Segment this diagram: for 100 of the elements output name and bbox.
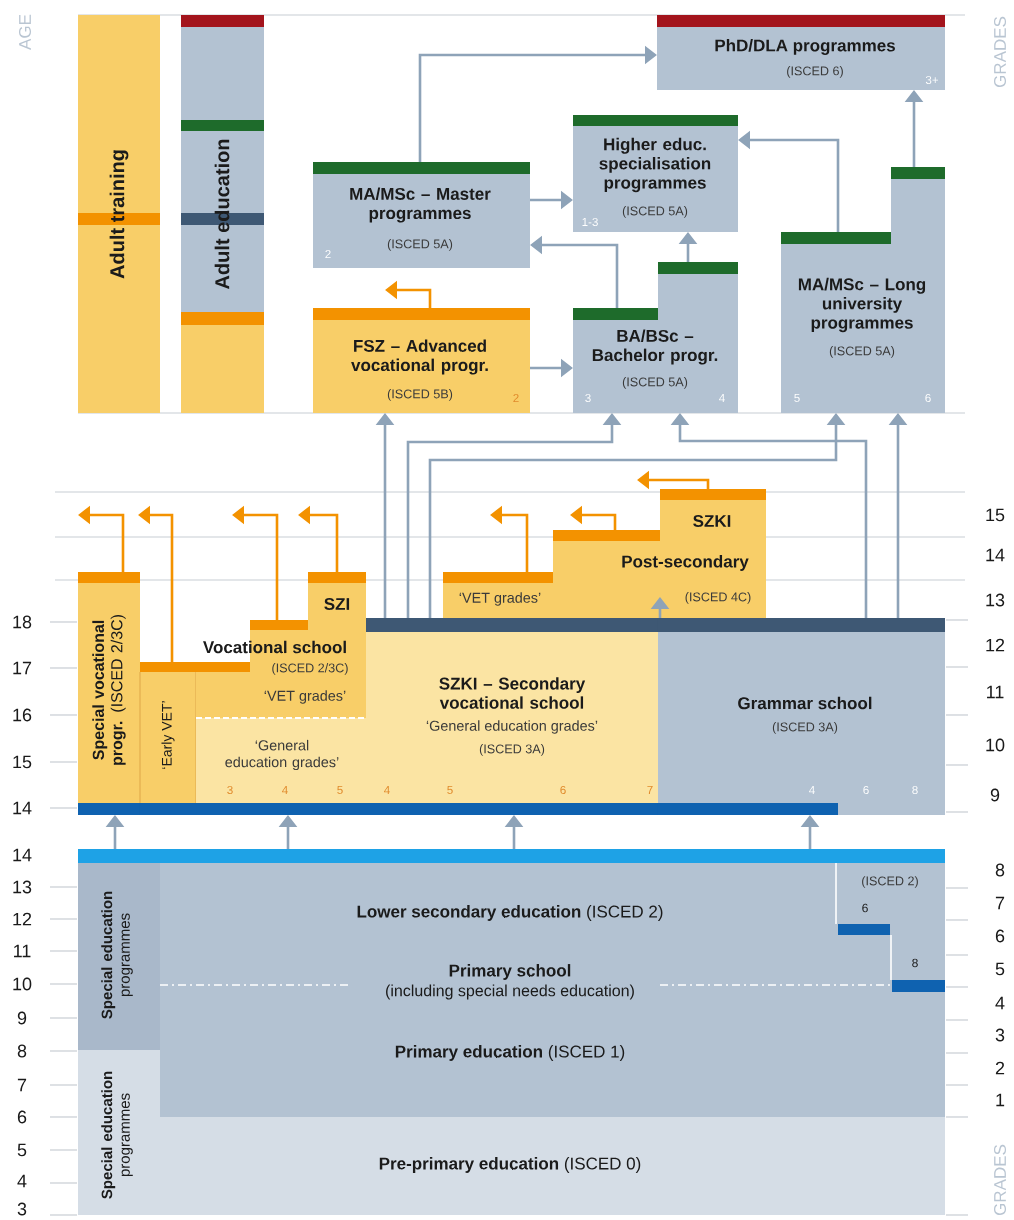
grade-number: 8 xyxy=(995,863,1005,877)
isced-level: (ISCED 5A) xyxy=(622,377,688,389)
arrow xyxy=(418,45,657,162)
level-label: Primary education (ISCED 1) xyxy=(395,1045,625,1061)
school-block xyxy=(443,489,766,618)
age-number: 14 xyxy=(13,848,32,862)
programme-block xyxy=(573,262,738,413)
grade-number: 3 xyxy=(227,785,233,795)
isced-level: (ISCED 2) xyxy=(862,876,918,888)
isced-level: (ISCED 2/3C) xyxy=(272,663,348,675)
age-number: 17 xyxy=(13,661,32,675)
axis-title: AGE xyxy=(19,14,31,50)
grade-number: 11 xyxy=(987,685,1004,699)
grade-number: 10 xyxy=(986,738,1005,752)
grade-number: 8 xyxy=(912,785,918,795)
axis-title: GRADES xyxy=(994,1144,1006,1216)
grade-number: 3+ xyxy=(925,75,939,85)
programme-title: Grammar school xyxy=(738,696,872,710)
isced-level: (ISCED 5B) xyxy=(387,389,453,401)
adult-learning-column xyxy=(181,15,264,413)
grade-type-label: ‘VET grades’ xyxy=(459,592,541,606)
age-number: 12 xyxy=(13,912,32,926)
age-number: 9 xyxy=(17,1011,27,1025)
school-block xyxy=(658,618,945,815)
age-number: 13 xyxy=(13,880,32,894)
grade-number: 4 xyxy=(384,786,390,794)
grade-number: 5 xyxy=(794,393,800,403)
grade-type-label: ‘General education grades’ xyxy=(225,739,339,771)
age-number: 6 xyxy=(17,1110,27,1124)
grade-number: 6 xyxy=(995,929,1005,943)
isced-level: (ISCED 4C) xyxy=(685,592,751,604)
programme-title: SZI xyxy=(324,598,350,610)
arrow xyxy=(670,413,868,618)
grade-number: 4 xyxy=(282,786,288,794)
programme-block xyxy=(313,308,530,413)
adult-learning-column xyxy=(78,15,160,413)
grade-number: 6 xyxy=(862,903,868,913)
programme-block xyxy=(781,167,945,413)
age-number: 16 xyxy=(13,708,32,722)
grade-number: 3 xyxy=(585,393,591,403)
grade-number: 6 xyxy=(863,785,869,795)
age-number: 15 xyxy=(13,755,32,769)
isced-level: (ISCED 3A) xyxy=(479,744,545,756)
school-block xyxy=(195,717,367,803)
grade-number: 2 xyxy=(513,393,519,403)
programme-title: FSZ – Advanced vocational progr. xyxy=(351,339,488,375)
grade-number: 2 xyxy=(995,1061,1005,1075)
isced-level: (ISCED 6) xyxy=(787,66,843,78)
grade-number: 4 xyxy=(995,996,1005,1010)
level-label: Pre-primary education (ISCED 0) xyxy=(379,1157,641,1173)
axis-title: GRADES xyxy=(994,16,1006,88)
programme-title: SZKI xyxy=(693,515,731,527)
age-number: 14 xyxy=(13,801,32,815)
age-number: 8 xyxy=(17,1044,27,1058)
grade-number: 14 xyxy=(986,548,1005,562)
isced-level: (ISCED 3A) xyxy=(772,722,838,734)
age-number: 4 xyxy=(17,1174,27,1188)
grade-type-label: ‘VET grades’ xyxy=(264,690,346,704)
vertical-label: Special education programmes xyxy=(101,1071,133,1199)
school-block xyxy=(78,572,140,815)
school-block xyxy=(366,618,658,815)
grade-number: 1 xyxy=(996,1093,1005,1107)
special-education-block xyxy=(78,849,160,1050)
grade-number: 5 xyxy=(995,962,1005,976)
grade-number: 12 xyxy=(986,638,1005,652)
isced-level: (ISCED 5A) xyxy=(829,346,895,358)
isced-level: (ISCED 5A) xyxy=(622,206,688,218)
grade-number: 13 xyxy=(986,593,1005,607)
education-level-block xyxy=(159,849,945,1117)
grade-number: 1-3 xyxy=(582,217,598,227)
programme-title: MA/MSc – Master programmes xyxy=(350,187,491,223)
vertical-label: Adult education xyxy=(214,139,230,290)
isced-level: (ISCED 5A) xyxy=(387,239,453,251)
age-number: 5 xyxy=(17,1143,27,1157)
grade-number: 3 xyxy=(995,1028,1005,1042)
programme-title: Post-secondary xyxy=(622,555,749,571)
age-number: 3 xyxy=(17,1202,27,1216)
level-note: (including special needs education) xyxy=(386,984,634,1000)
grade-number: 7 xyxy=(647,786,653,794)
grade-number: 7 xyxy=(995,896,1005,910)
programme-title: BA/BSc – Bachelor progr. xyxy=(592,329,718,365)
programme-title: MA/MSc – Long university programmes xyxy=(798,277,926,333)
age-number: 7 xyxy=(17,1078,27,1092)
grade-number: 4 xyxy=(719,394,725,402)
level-label: Lower secondary education (ISCED 2) xyxy=(357,905,663,921)
vertical-label: Special education programmes xyxy=(101,891,133,1019)
grade-number: 15 xyxy=(986,508,1005,522)
grade-number: 4 xyxy=(809,786,815,794)
grade-number: 5 xyxy=(447,785,453,795)
age-number: 10 xyxy=(13,977,32,991)
programme-title: SZKI – Secondary vocational school xyxy=(439,677,586,709)
programme-block xyxy=(313,162,530,268)
age-number: 11 xyxy=(14,944,31,958)
grade-number: 6 xyxy=(560,785,566,795)
programme-block xyxy=(573,115,738,232)
programme-title: PhD/DLA programmes xyxy=(715,39,895,55)
vertical-label: ‘Early VET’ xyxy=(161,701,175,769)
special-education-block xyxy=(78,1050,160,1215)
grade-number: 9 xyxy=(990,788,1000,802)
programme-block xyxy=(657,15,945,90)
